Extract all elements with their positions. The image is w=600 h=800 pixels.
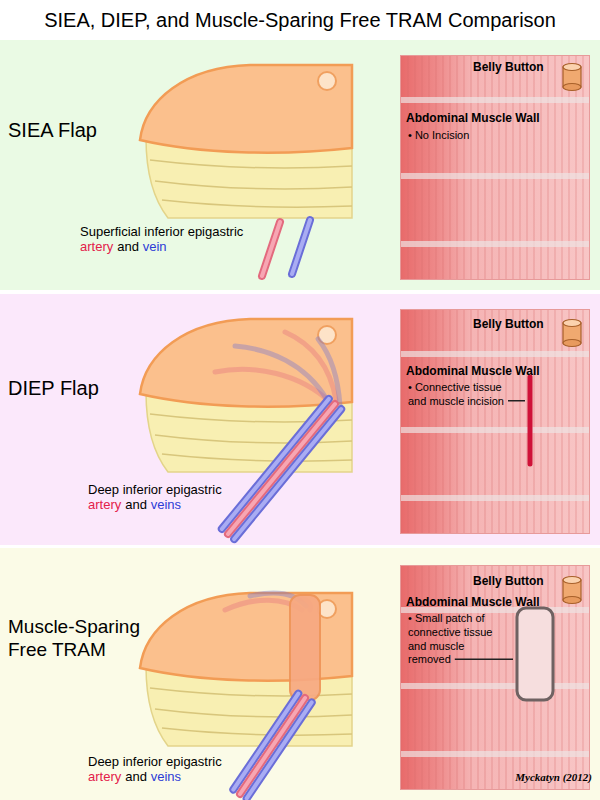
belly-button-label: Belly Button — [473, 60, 544, 74]
artery-label: artery — [88, 769, 121, 785]
incision-line — [528, 377, 533, 464]
abdominal-flap — [140, 65, 352, 218]
diagram-title: SIEA, DIEP, and Muscle-Sparing Free TRAM… — [0, 8, 600, 32]
leader-line — [455, 659, 513, 661]
flap-panel: DIEP FlapDeep inferior epigastricarterya… — [0, 294, 600, 545]
panel-title: DIEP Flap — [8, 376, 99, 400]
muscle-wall-shape — [400, 309, 590, 534]
wall-note: • Small patch of connective tissue and m… — [408, 612, 508, 667]
muscle-wall: Belly ButtonAbdominal Muscle Wall • Conne… — [400, 309, 590, 534]
artery-label: artery — [88, 497, 121, 513]
vessel-label: and — [125, 497, 147, 513]
vessel-label: Deep inferior epigastric — [88, 754, 222, 770]
vein-label: veins — [151, 769, 181, 785]
vein-tube — [247, 702, 312, 798]
author-signature: Myckatyn (2012) — [515, 771, 592, 784]
flap-panel: Muscle-Sparing Free TRAM Deep inferior ep… — [0, 548, 600, 800]
artery-tube — [228, 404, 335, 534]
wall-heading: Abdominal Muscle Wall — [406, 364, 540, 378]
artery-tube — [262, 222, 280, 276]
artery-tube-core — [228, 404, 335, 534]
muscle-wall: Belly ButtonAbdominal Muscle Wall • No In… — [400, 55, 590, 280]
muscle-wall-drawing — [400, 309, 590, 534]
vein-label: vein — [143, 239, 167, 255]
vein-label: veins — [151, 497, 181, 513]
vein-tube-core — [247, 702, 312, 798]
artery-tube — [240, 698, 305, 794]
navel-icon — [563, 320, 581, 347]
wall-note: • No Incision — [408, 129, 578, 143]
belly-button-label: Belly Button — [473, 574, 544, 588]
muscle-wall: Belly ButtonAbdominal Muscle Wall • Small… — [400, 565, 590, 790]
removed-patch — [517, 608, 553, 700]
muscle-wall-shape — [400, 565, 590, 790]
panel-title: Muscle-Sparing Free TRAM — [8, 616, 153, 662]
vein-tube — [234, 409, 341, 539]
muscle-wall-shape — [400, 55, 590, 280]
vein-tube — [292, 220, 310, 274]
vein-tube-core — [292, 220, 310, 274]
perforator-branch — [215, 369, 330, 402]
artery-tube-core — [240, 698, 305, 794]
muscle-wall-drawing — [400, 55, 590, 280]
abdominal-flap — [140, 593, 352, 746]
navel-icon — [563, 64, 581, 91]
artery-label: artery — [80, 239, 113, 255]
vessel-label: Superficial inferior epigastric — [80, 224, 243, 240]
wall-heading: Abdominal Muscle Wall — [406, 111, 540, 125]
vein-tube-core — [222, 399, 329, 529]
vein-tube-core — [234, 409, 341, 539]
vein-tube — [222, 399, 329, 529]
perforator-branch — [285, 332, 336, 400]
wall-note: • Connective tissue and muscle incision — [408, 381, 523, 409]
leader-line — [508, 400, 525, 402]
belly-button-label: Belly Button — [473, 317, 544, 331]
wall-heading: Abdominal Muscle Wall — [406, 595, 540, 609]
vessel-label: and — [125, 769, 147, 785]
vessel-label: and — [117, 239, 139, 255]
artery-tube-core — [262, 222, 280, 276]
vessel-label: Deep inferior epigastric — [88, 482, 222, 498]
abdominal-flap — [140, 319, 352, 472]
panel-title: SIEA Flap — [8, 118, 97, 142]
flap-panel: SIEA FlapSuperficial inferior epigastric… — [0, 40, 600, 290]
navel-icon — [563, 577, 581, 604]
muscle-patch — [290, 595, 320, 700]
